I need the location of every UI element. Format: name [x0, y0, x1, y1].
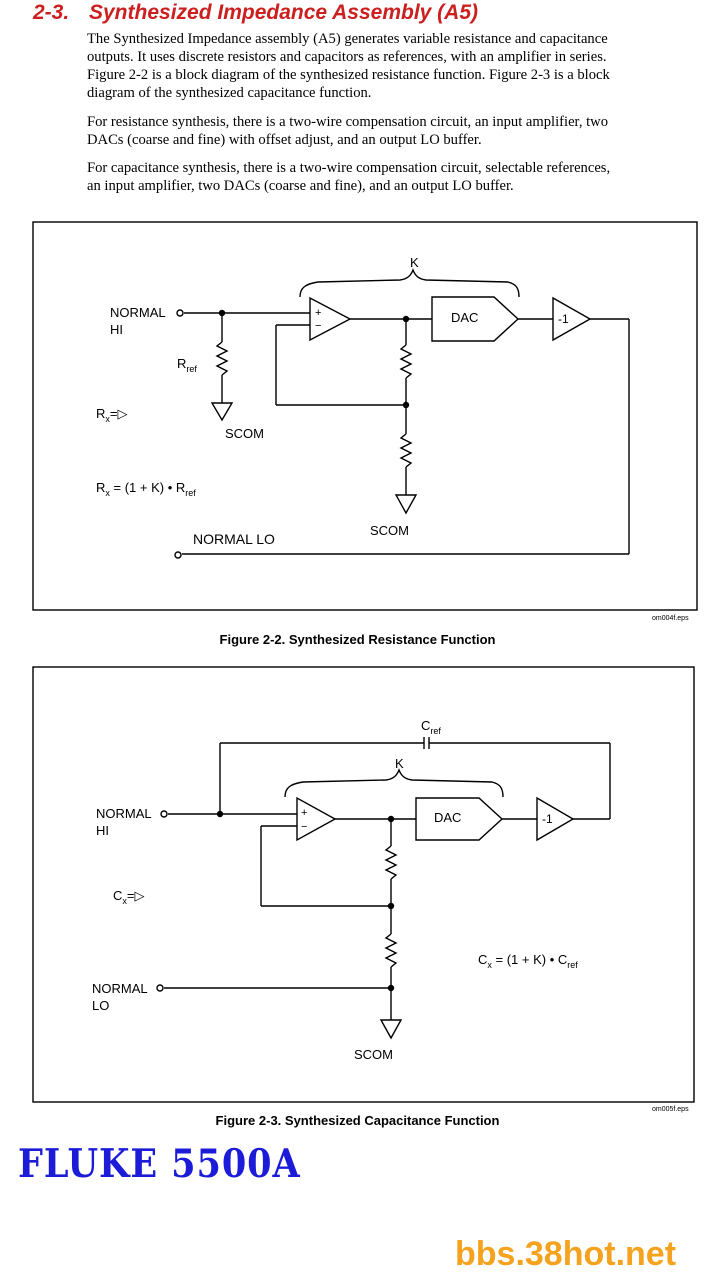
scom-left-label: SCOM — [225, 426, 264, 441]
dac-block — [415, 797, 504, 841]
ground-symbol-mid — [394, 494, 418, 515]
resistor-upper — [399, 344, 413, 379]
ground-symbol — [379, 1019, 403, 1040]
dac-label: DAC — [451, 310, 478, 325]
opamp-minus: − — [301, 821, 307, 833]
rref-label: Rref — [177, 356, 197, 374]
dac-block — [431, 296, 520, 342]
section-number: 2-3. — [33, 1, 70, 24]
brand-text: FLUKE 5500A — [18, 1141, 301, 1187]
inverter-symbol — [552, 296, 592, 342]
inverter-symbol — [536, 796, 575, 842]
paragraph-capacitance: For capacitance synthesis, there is a tw… — [87, 159, 697, 195]
inverter-label: -1 — [542, 812, 553, 826]
normal-lo-label: NORMAL — [92, 981, 148, 996]
normal-lo-label-2: LO — [92, 998, 109, 1013]
para-line: For capacitance synthesis, there is a tw… — [87, 160, 611, 176]
normal-hi-label-2: HI — [110, 322, 123, 337]
scom-mid-label: SCOM — [370, 523, 409, 538]
normal-hi-label: NORMAL — [96, 806, 152, 821]
opamp-minus: − — [315, 320, 321, 332]
para-line: an input amplifier, two DACs (coarse and… — [87, 178, 514, 194]
figure-file-label: om004f.eps — [652, 615, 689, 622]
para-line: outputs. It uses discrete resistors and … — [87, 49, 607, 65]
resistor-upper — [384, 845, 398, 880]
para-line: DACs (coarse and fine) with offset adjus… — [87, 132, 482, 148]
para-line: The Synthesized Impedance assembly (A5) … — [87, 31, 608, 47]
k-label: K — [410, 255, 419, 270]
cx-label: Cx=▷ — [113, 888, 144, 906]
figure-file-label: om005f.eps — [652, 1106, 689, 1113]
opamp-symbol — [309, 296, 352, 342]
lo-terminal — [156, 984, 164, 992]
watermark-text: bbs.38hot.net — [455, 1235, 677, 1273]
opamp-plus: + — [301, 807, 307, 819]
inverter-label: -1 — [558, 312, 569, 326]
resistor-lower — [399, 433, 413, 468]
figure-frame — [32, 221, 698, 611]
figure-frame — [32, 666, 695, 1103]
para-line: diagram of the synthesized capacitance f… — [87, 85, 372, 101]
k-brace — [299, 268, 520, 298]
section-title: Synthesized Impedance Assembly (A5) — [89, 1, 479, 24]
dac-label: DAC — [434, 810, 461, 825]
cx-equation: Cx = (1 + K) • Cref — [478, 952, 578, 970]
normal-hi-label: NORMAL — [110, 305, 166, 320]
figure-capacitance-diagram: Cref K NORMAL HI + − DAC -1 Cx=▷ NORMAL … — [32, 666, 695, 1113]
lo-terminal — [174, 551, 182, 559]
figure-resistance-diagram: NORMAL HI NORMAL LO K + − DAC -1 Rref Rx… — [32, 221, 698, 622]
figure-caption: Figure 2-2. Synthesized Resistance Funct… — [219, 632, 496, 647]
paragraph-intro: The Synthesized Impedance assembly (A5) … — [87, 30, 697, 102]
hi-terminal — [160, 810, 168, 818]
normal-lo-label: NORMAL LO — [193, 531, 275, 547]
rref-resistor — [215, 341, 229, 376]
resistor-lower — [384, 933, 398, 968]
para-line: For resistance synthesis, there is a two… — [87, 114, 609, 130]
rx-label: Rx=▷ — [96, 406, 127, 424]
k-brace — [284, 768, 504, 798]
k-label: K — [395, 756, 404, 771]
figure-caption: Figure 2-3. Synthesized Capacitance Func… — [215, 1113, 500, 1128]
para-line: Figure 2-2 is a block diagram of the syn… — [87, 67, 610, 83]
opamp-symbol — [296, 796, 337, 842]
rx-equation: Rx = (1 + K) • Rref — [96, 480, 196, 498]
section-heading: 2-3. Synthesized Impedance Assembly (A5) — [33, 1, 478, 25]
cref-label: Cref — [421, 718, 441, 736]
opamp-plus: + — [315, 307, 321, 319]
normal-hi-label-2: HI — [96, 823, 109, 838]
scom-label: SCOM — [354, 1047, 393, 1062]
hi-terminal — [176, 309, 184, 317]
ground-symbol-left — [210, 402, 234, 422]
paragraph-resistance: For resistance synthesis, there is a two… — [87, 113, 697, 149]
